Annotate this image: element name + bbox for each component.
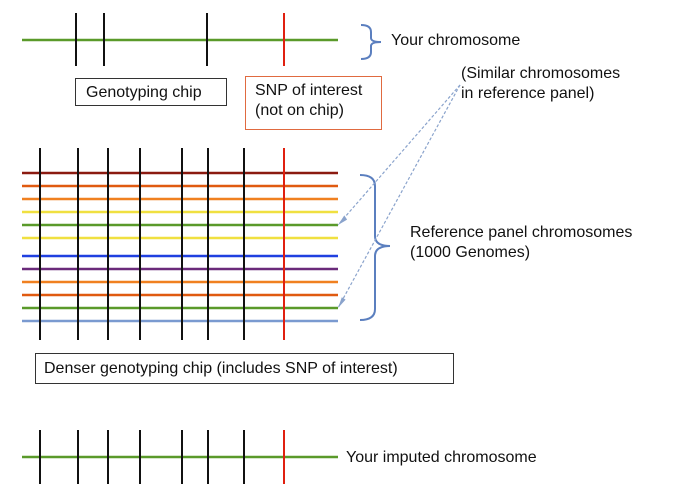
chromosome-brace: [360, 24, 382, 60]
reference-panel-graphic: [22, 148, 338, 340]
imputed-chromosome-label: Your imputed chromosome: [346, 449, 537, 466]
similarity-arrow: [337, 84, 461, 226]
braces: [359, 24, 391, 321]
snp-not-on-chip-label: (not on chip): [255, 102, 344, 119]
similar-chromosomes-label: (Similar chromosomes in reference panel): [461, 65, 621, 102]
snp-of-interest-box: SNP of interest (not on chip): [245, 76, 382, 130]
denser-chip-label: Denser genotyping chip (includes SNP of …: [44, 360, 398, 377]
arrowhead: [338, 215, 348, 225]
genotyping-chip-label: Genotyping chip: [86, 84, 202, 101]
denser-chip-box: Denser genotyping chip (includes SNP of …: [35, 353, 454, 384]
reference-panel-label: Reference panel chromosomes (1000 Genome…: [410, 224, 633, 261]
similarity-arrow: [337, 84, 461, 309]
reference-panel-brace: [359, 174, 391, 321]
snp-of-interest-label: SNP of interest: [255, 82, 363, 99]
arrowhead: [338, 297, 346, 308]
similarity-arrows: [337, 84, 461, 309]
your-chromosome-label: Your chromosome: [391, 32, 521, 49]
genotyping-chip-box: Genotyping chip: [75, 78, 227, 106]
imputed-chromosome-graphic: [22, 430, 338, 484]
your-chromosome-graphic: [22, 13, 338, 66]
